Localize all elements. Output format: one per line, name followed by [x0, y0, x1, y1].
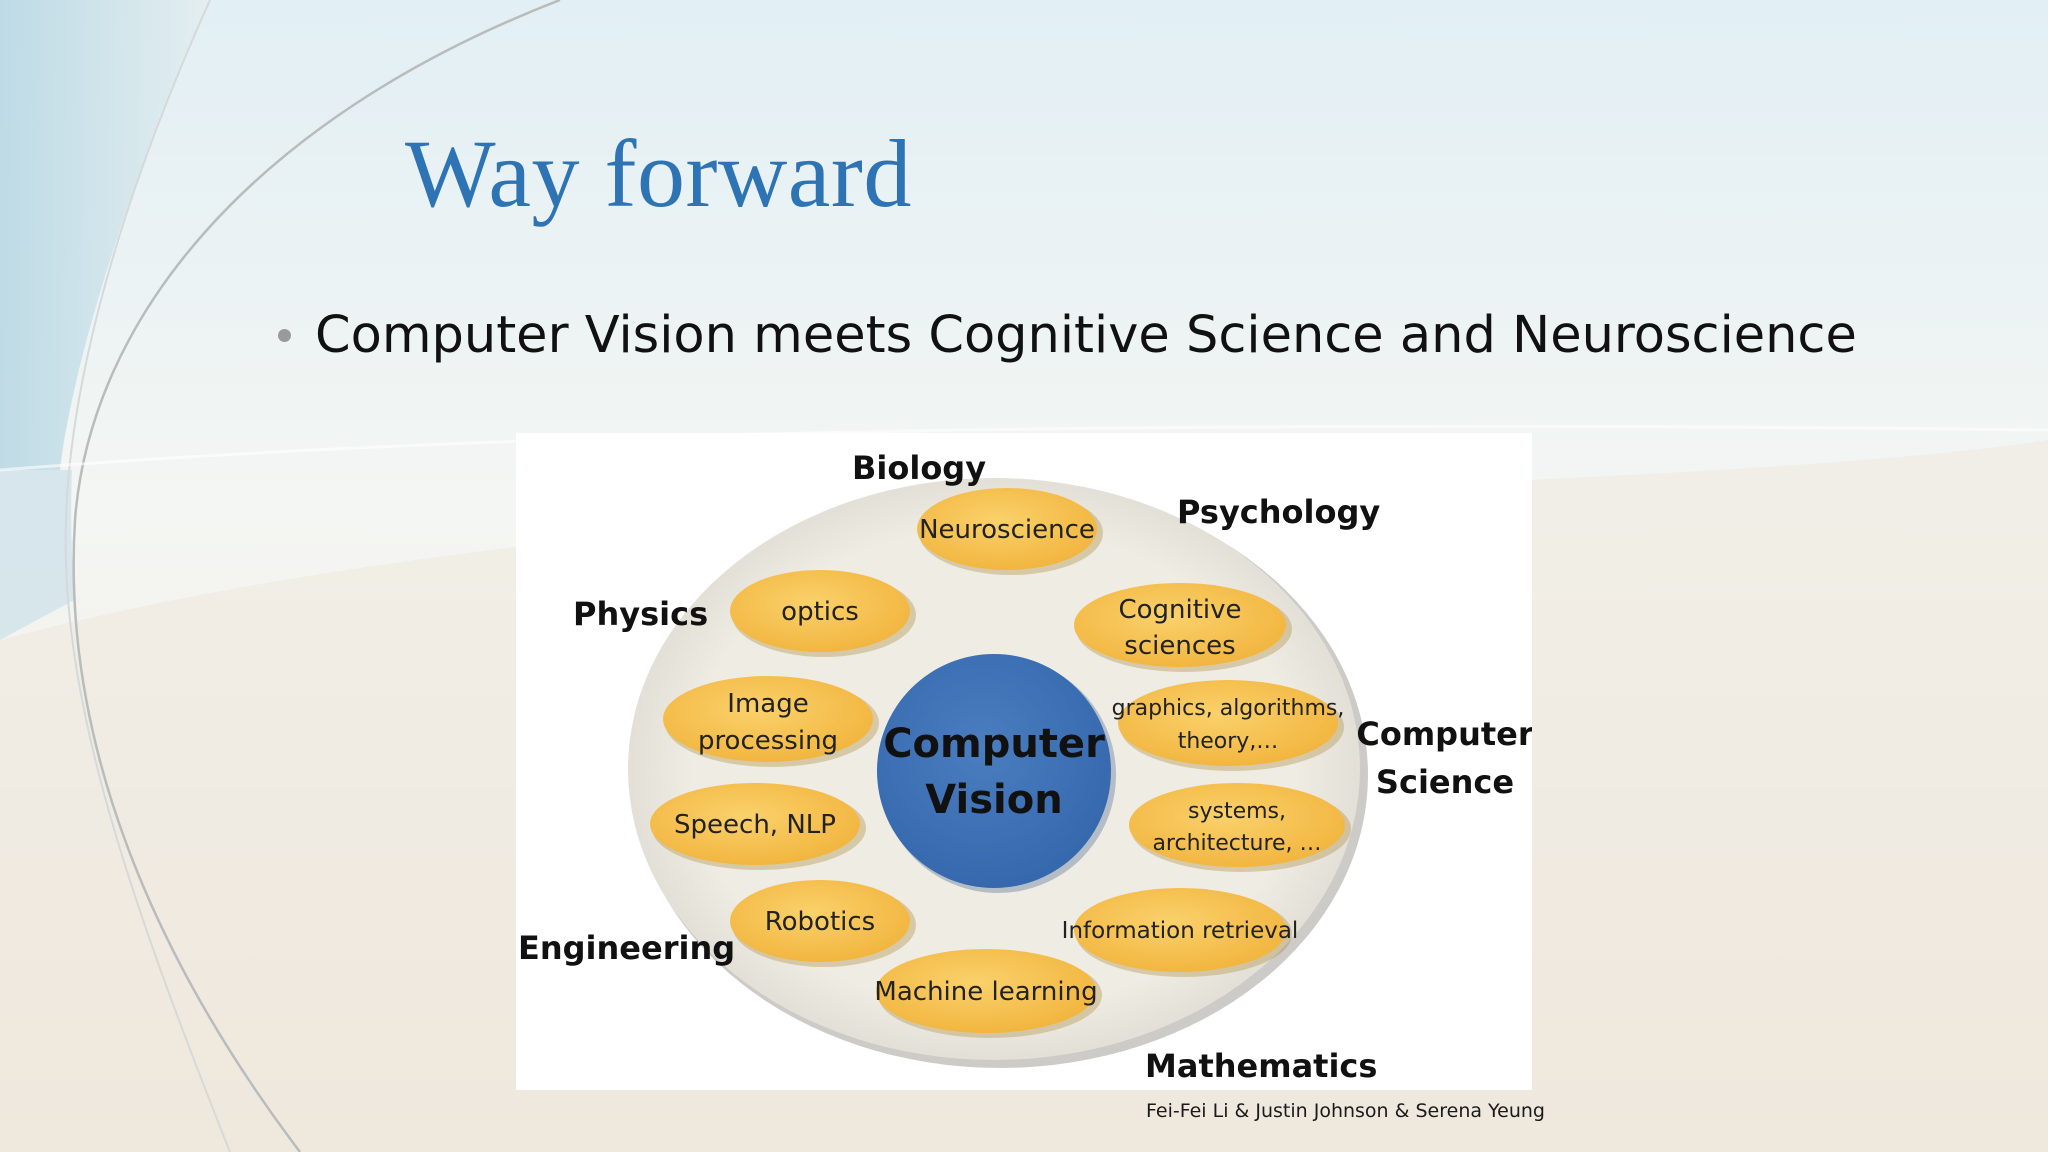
- field-psychology: Psychology: [1177, 493, 1380, 531]
- core-label-line-1: Computer: [883, 721, 1105, 767]
- topic-optics: optics: [730, 570, 916, 657]
- topic-image-processing: Image processing: [663, 676, 879, 767]
- topic-machine-learning: Machine learning: [874, 949, 1102, 1038]
- topic-information-retrieval: Information retrieval: [1062, 888, 1299, 977]
- topic-neuroscience: Neuroscience: [917, 488, 1103, 575]
- topic-machine-learning-label: Machine learning: [874, 977, 1097, 1007]
- topic-speech-nlp-label: Speech, NLP: [674, 810, 836, 840]
- topic-robotics-label: Robotics: [765, 907, 875, 937]
- field-computer-science-line-2: Science: [1376, 763, 1514, 801]
- topic-graphics-line-2: theory,…: [1178, 729, 1279, 754]
- field-engineering: Engineering: [518, 929, 735, 967]
- topic-cognitive-sciences-line-1: Cognitive: [1118, 595, 1241, 625]
- topic-image-processing-line-2: processing: [698, 726, 838, 756]
- diagram-canvas: Neuroscience optics Cognitive sciences I…: [518, 449, 1532, 1085]
- topic-systems-line-2: architecture, …: [1152, 831, 1321, 856]
- topic-cognitive-sciences: Cognitive sciences: [1074, 583, 1292, 672]
- field-mathematics: Mathematics: [1145, 1047, 1377, 1085]
- core-computer-vision: Computer Vision: [877, 654, 1116, 893]
- field-computer-science-line-1: Computer: [1356, 715, 1532, 753]
- bullet-dot-icon: [278, 329, 291, 342]
- topic-graphics-line-1: graphics, algorithms,: [1112, 696, 1345, 721]
- topic-optics-label: optics: [781, 597, 859, 627]
- field-biology: Biology: [852, 449, 986, 487]
- bullet-item: Computer Vision meets Cognitive Science …: [278, 306, 1857, 365]
- topic-cognitive-sciences-line-2: sciences: [1124, 631, 1235, 661]
- field-physics: Physics: [573, 595, 708, 633]
- topic-systems-architecture: systems, architecture, …: [1129, 783, 1351, 872]
- topic-graphics-algorithms-theory: graphics, algorithms, theory,…: [1112, 680, 1345, 771]
- core-label-line-2: Vision: [925, 777, 1062, 823]
- credit-caption: Fei-Fei Li & Justin Johnson & Serena Yeu…: [1146, 1100, 1545, 1122]
- disciplines-diagram: Neuroscience optics Cognitive sciences I…: [516, 433, 1532, 1090]
- topic-systems-line-1: systems,: [1188, 799, 1286, 824]
- topic-neuroscience-label: Neuroscience: [919, 515, 1095, 545]
- topic-robotics: Robotics: [730, 880, 916, 967]
- topic-speech-nlp: Speech, NLP: [650, 783, 866, 870]
- slide-title: Way forward: [405, 120, 912, 227]
- topic-information-retrieval-label: Information retrieval: [1062, 918, 1299, 944]
- bullet-text: Computer Vision meets Cognitive Science …: [315, 306, 1857, 365]
- topic-image-processing-line-1: Image: [727, 689, 808, 719]
